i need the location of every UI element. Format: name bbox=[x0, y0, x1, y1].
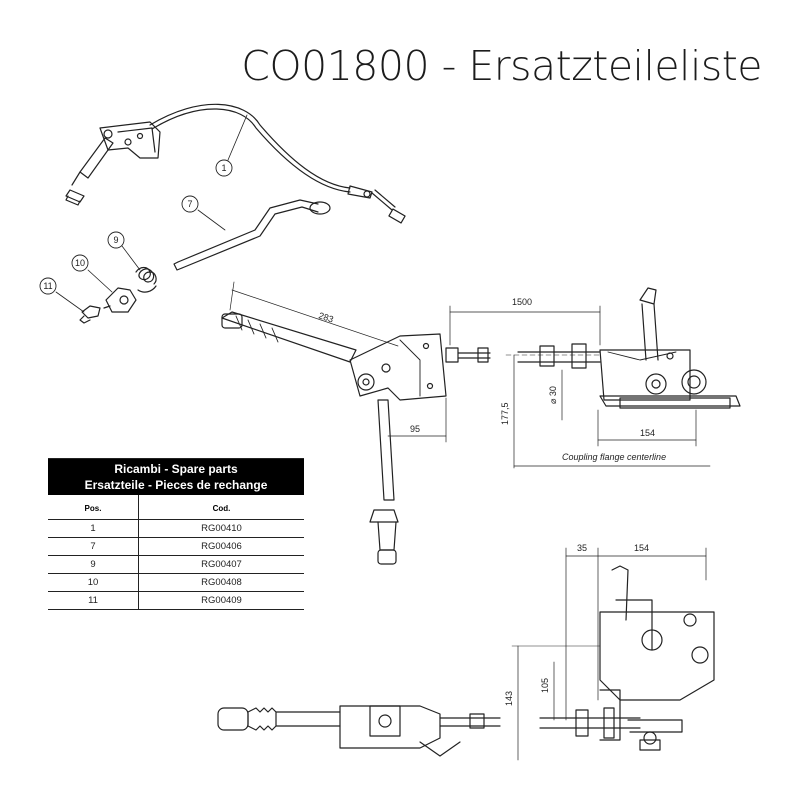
col-cod: Cod. bbox=[212, 504, 231, 513]
svg-text:7: 7 bbox=[187, 199, 192, 209]
row-pos: 9 bbox=[48, 555, 139, 574]
assembly-bottom-view: 35 154 143 105 bbox=[217, 543, 715, 761]
table-row: 1 RG00410 bbox=[48, 519, 304, 538]
table-row: 7 RG00406 bbox=[48, 537, 304, 556]
svg-text:143: 143 bbox=[504, 691, 514, 706]
row-pos: 11 bbox=[48, 591, 139, 610]
table-row: 10 RG00408 bbox=[48, 573, 304, 592]
svg-text:283: 283 bbox=[317, 310, 334, 324]
svg-text:9: 9 bbox=[113, 235, 118, 245]
svg-text:11: 11 bbox=[43, 281, 52, 291]
svg-text:Coupling flange centerline: Coupling flange centerline bbox=[562, 452, 666, 462]
svg-text:154: 154 bbox=[640, 428, 655, 438]
svg-text:177,5: 177,5 bbox=[500, 402, 510, 425]
header-line-1: Ricambi - Spare parts bbox=[114, 462, 238, 476]
table-row: 9 RG00407 bbox=[48, 555, 304, 574]
row-cod: RG00409 bbox=[138, 591, 304, 610]
part-11-wing-nut bbox=[79, 305, 101, 324]
callout-7: 7 bbox=[181, 195, 226, 231]
svg-text:95: 95 bbox=[410, 424, 420, 434]
row-cod: RG00408 bbox=[138, 573, 304, 592]
svg-text:10: 10 bbox=[75, 258, 85, 268]
callout-9: 9 bbox=[107, 231, 141, 271]
header-line-2: Ersatzteile - Pieces de rechange bbox=[84, 478, 268, 492]
svg-text:35: 35 bbox=[577, 543, 587, 553]
callout-10: 10 bbox=[71, 254, 113, 293]
row-pos: 1 bbox=[48, 519, 139, 538]
svg-text:⌀ 30: ⌀ 30 bbox=[548, 386, 558, 404]
row-pos: 10 bbox=[48, 573, 139, 592]
parts-table: Ricambi - Spare parts Ersatzteile - Piec… bbox=[48, 458, 304, 610]
coupling-flange-view: ⌀ 30 177,5 154 Coupling flange centerlin… bbox=[500, 287, 741, 469]
part-7-lever-rod bbox=[173, 199, 331, 271]
svg-text:105: 105 bbox=[540, 678, 550, 693]
svg-text:154: 154 bbox=[634, 543, 649, 553]
part-9-spring bbox=[135, 266, 157, 293]
table-row: 11 RG00409 bbox=[48, 591, 304, 610]
callout-1: 1 bbox=[215, 114, 248, 177]
callout-11: 11 bbox=[39, 277, 85, 313]
row-cod: RG00406 bbox=[138, 537, 304, 556]
page-title: CO01800 - Ersatzteileliste bbox=[241, 42, 762, 90]
svg-text:1500: 1500 bbox=[512, 297, 532, 307]
col-pos: Pos. bbox=[48, 495, 139, 520]
parts-table-header: Ricambi - Spare parts Ersatzteile - Piec… bbox=[48, 458, 304, 495]
row-cod: RG00407 bbox=[138, 555, 304, 574]
part-10-cam-plate bbox=[103, 287, 137, 313]
svg-text:1: 1 bbox=[221, 163, 226, 173]
row-cod: RG00410 bbox=[138, 519, 304, 538]
assembly-side-view: 283 95 1500 bbox=[221, 281, 601, 565]
part-1-cable-assembly bbox=[65, 103, 406, 224]
row-pos: 7 bbox=[48, 537, 139, 556]
